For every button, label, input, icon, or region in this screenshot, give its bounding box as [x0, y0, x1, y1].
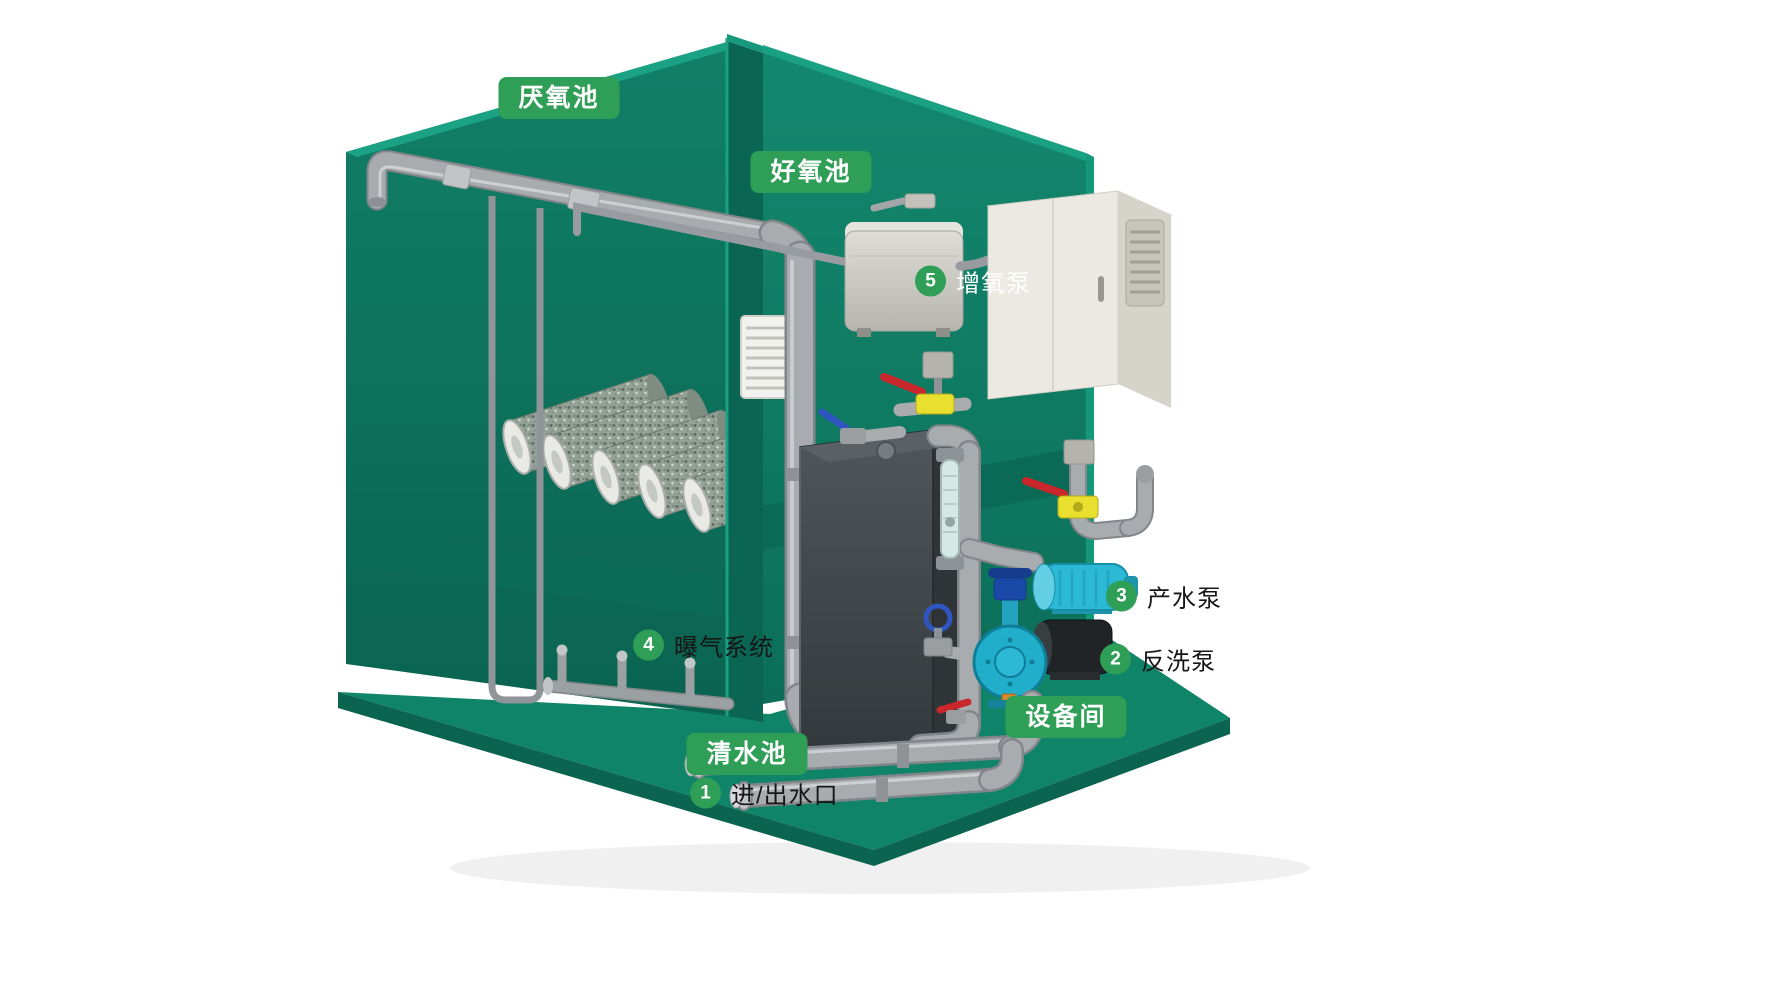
ball-valve	[936, 698, 972, 724]
ball-valve	[1022, 477, 1099, 519]
callout-number-badge: 1	[690, 777, 721, 809]
callout-number-badge: 5	[915, 265, 946, 297]
ground-shadow	[450, 842, 1310, 894]
blower-pipe	[573, 202, 855, 267]
gate-valve	[923, 603, 996, 664]
support-rods	[488, 196, 544, 704]
ball-valve	[818, 408, 906, 444]
tank-outlet-pipe	[908, 424, 1044, 758]
label-equipment-room: 设备间	[1005, 696, 1127, 738]
callout-product-water-pump: 3 产水泵	[1106, 579, 1222, 614]
callout-number-badge: 4	[633, 629, 664, 661]
callout-text: 增氧泵	[956, 270, 1031, 298]
membrane-rolls	[502, 373, 795, 533]
ball-valve	[880, 351, 972, 417]
label-clean-water-tank: 清水池	[686, 733, 808, 775]
label-anaerobic-tank: 厌氧池	[498, 77, 620, 119]
label-aerobic-tank: 好氧池	[750, 151, 872, 193]
flow-meter	[936, 448, 964, 570]
ball-valves	[818, 351, 1099, 724]
control-cabinet	[986, 190, 1173, 408]
callout-text: 曝气系统	[674, 634, 774, 662]
callout-inlet-outlet: 1 进/出水口	[690, 776, 839, 811]
callout-number-badge: 3	[1106, 580, 1137, 612]
callout-backwash-pump: 2 反洗泵	[1100, 642, 1216, 677]
callout-aeration-system: 4 曝气系统	[633, 628, 774, 663]
cabinet-louver-vent	[1125, 219, 1165, 307]
callout-text: 产水泵	[1147, 585, 1222, 613]
callout-oxygen-pump: 5 增氧泵	[915, 264, 1031, 299]
wall-pipe-fitting	[870, 193, 936, 212]
main-circulation-pump	[972, 568, 1048, 708]
callout-text: 进/出水口	[731, 782, 839, 810]
callout-number-badge: 2	[1100, 643, 1131, 675]
callout-text: 反洗泵	[1141, 648, 1216, 676]
aeration-manifold	[542, 644, 735, 711]
